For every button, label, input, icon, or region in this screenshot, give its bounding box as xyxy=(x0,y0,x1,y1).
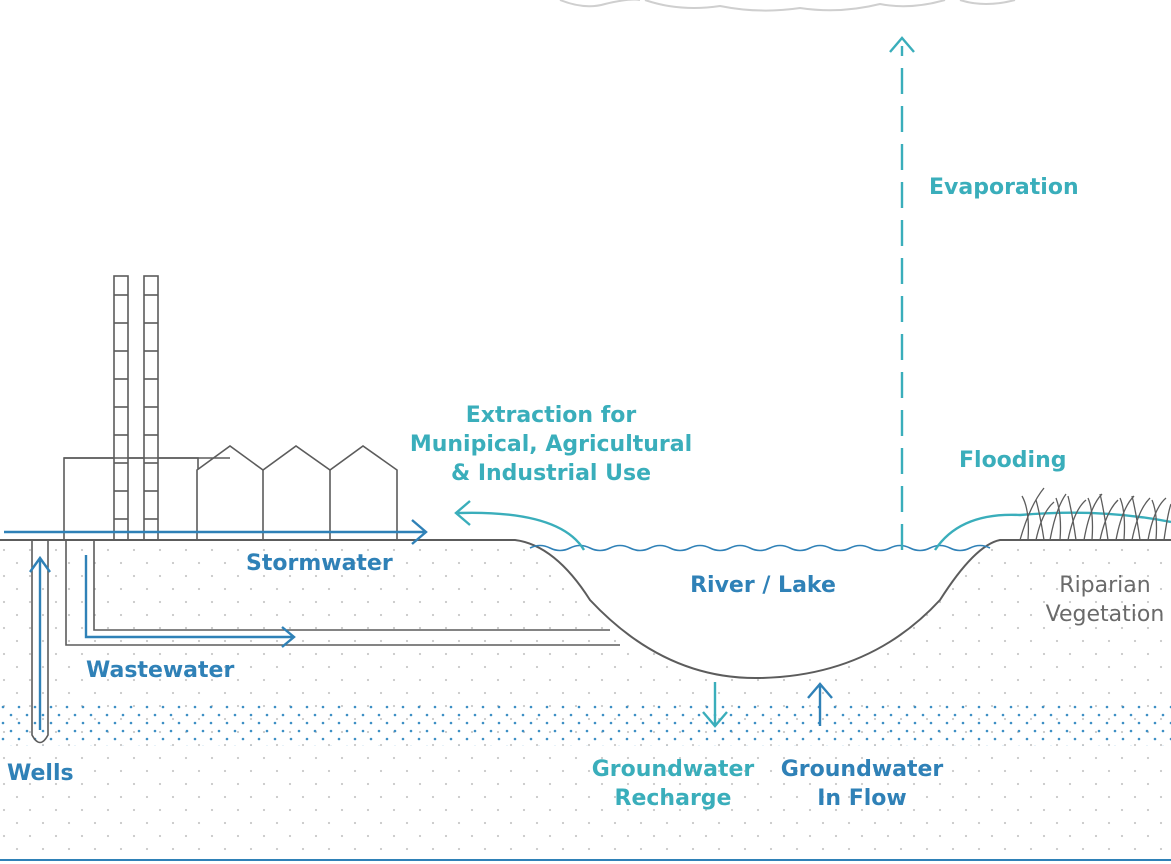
extraction-arrow xyxy=(454,500,586,551)
cloud-icon xyxy=(559,0,1016,12)
evaporation-label: Evaporation xyxy=(929,175,1079,200)
riparian-label-line1: Riparian xyxy=(1059,573,1150,598)
warehouse-roofs xyxy=(196,445,398,541)
chimney-left xyxy=(113,275,129,541)
stormwater-arrow xyxy=(4,519,428,545)
wastewater-pipe xyxy=(65,540,620,646)
well-pipe-icon xyxy=(31,540,49,744)
inflow-label-line1: Groundwater xyxy=(781,757,944,782)
river-lake-label: River / Lake xyxy=(690,573,836,598)
extraction-label-line1: Extraction for xyxy=(466,403,637,428)
inflow-label-line2: In Flow xyxy=(817,786,907,811)
inflow-arrow xyxy=(807,682,833,726)
stormwater-label: Stormwater xyxy=(246,551,393,576)
water-surface xyxy=(529,544,991,552)
grass-icon xyxy=(1019,487,1171,541)
wastewater-label: Wastewater xyxy=(86,658,234,683)
wastewater-arrow xyxy=(84,555,296,648)
ground-surface xyxy=(0,539,1171,680)
evaporation-arrowhead xyxy=(889,36,915,53)
extraction-label-line3: & Industrial Use xyxy=(451,461,651,486)
wells-arrow xyxy=(29,555,51,730)
factory-icon xyxy=(63,275,398,541)
wells-label: Wells xyxy=(7,761,74,786)
flooding-label: Flooding xyxy=(959,448,1067,473)
chimney-right xyxy=(143,275,159,541)
flooding-arc xyxy=(933,511,1171,551)
extraction-label-line2: Munipical, Agricultural xyxy=(410,432,692,457)
recharge-label-line2: Recharge xyxy=(615,786,732,811)
ground-layer xyxy=(0,540,1171,860)
recharge-label-line1: Groundwater xyxy=(592,757,755,782)
recharge-arrow xyxy=(702,682,728,728)
riparian-label-line2: Vegetation xyxy=(1046,602,1165,627)
